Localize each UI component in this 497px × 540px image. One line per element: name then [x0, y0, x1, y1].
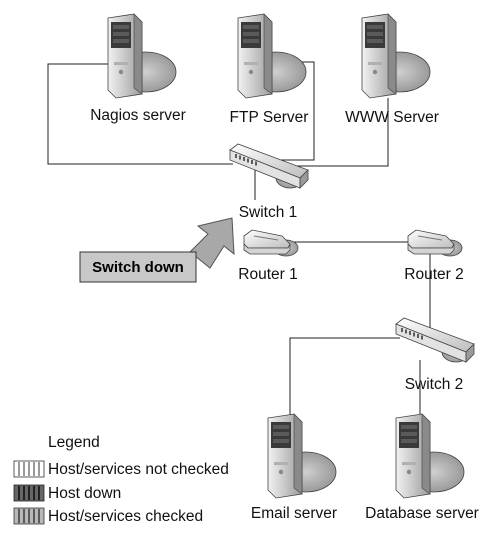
callout-box	[79, 251, 197, 283]
server-icon	[395, 413, 465, 499]
callout-arrow	[189, 217, 235, 269]
router-icon	[243, 229, 299, 257]
legend-swatch-medium	[13, 507, 45, 525]
server-icon	[361, 13, 431, 99]
switch-2-label: Switch 2	[405, 376, 464, 393]
switch-down-callout: Switch down	[79, 217, 235, 283]
legend-swatch-dark	[13, 484, 45, 502]
switch-1-label: Switch 1	[239, 204, 298, 221]
nagios-server[interactable]: Nagios server	[90, 13, 186, 124]
database-server-label: Database server	[365, 505, 479, 522]
link-switch2-email	[289, 337, 400, 416]
switch-1[interactable]: Switch 1	[229, 143, 309, 221]
server-icon	[267, 413, 337, 499]
switch-icon	[395, 317, 475, 363]
link-nagios-switch1	[47, 63, 233, 165]
legend-item-checked: Host/services checked	[13, 507, 203, 525]
server-icon	[237, 13, 307, 99]
ftp-server-label: FTP Server	[230, 109, 309, 126]
switch-2[interactable]: Switch 2	[395, 317, 475, 393]
legend-item-host-down: Host down	[13, 484, 121, 502]
router-1-label: Router 1	[238, 266, 297, 283]
switch-icon	[229, 143, 309, 189]
legend-label: Host/services checked	[48, 508, 203, 525]
legend-item-not-checked: Host/services not checked	[13, 460, 229, 478]
www-server[interactable]: WWW Server	[345, 13, 439, 126]
server-icon	[107, 13, 177, 99]
router-icon	[407, 229, 463, 257]
legend-label: Host/services not checked	[48, 461, 229, 478]
legend: Legend Host/services not checked	[13, 434, 229, 525]
www-server-label: WWW Server	[345, 109, 439, 126]
database-server[interactable]: Database server	[365, 413, 479, 522]
legend-label: Host down	[48, 485, 121, 502]
router-2[interactable]: Router 2	[404, 229, 464, 283]
email-server-label: Email server	[251, 505, 337, 522]
ftp-server[interactable]: FTP Server	[230, 13, 309, 126]
nagios-server-label: Nagios server	[90, 107, 186, 124]
email-server[interactable]: Email server	[251, 413, 337, 522]
legend-swatch-light	[13, 460, 45, 478]
callout-label: Switch down	[92, 259, 184, 276]
link-www-switch1	[290, 98, 389, 167]
legend-title: Legend	[48, 434, 100, 451]
router-2-label: Router 2	[404, 266, 463, 283]
router-1[interactable]: Router 1	[238, 229, 299, 283]
